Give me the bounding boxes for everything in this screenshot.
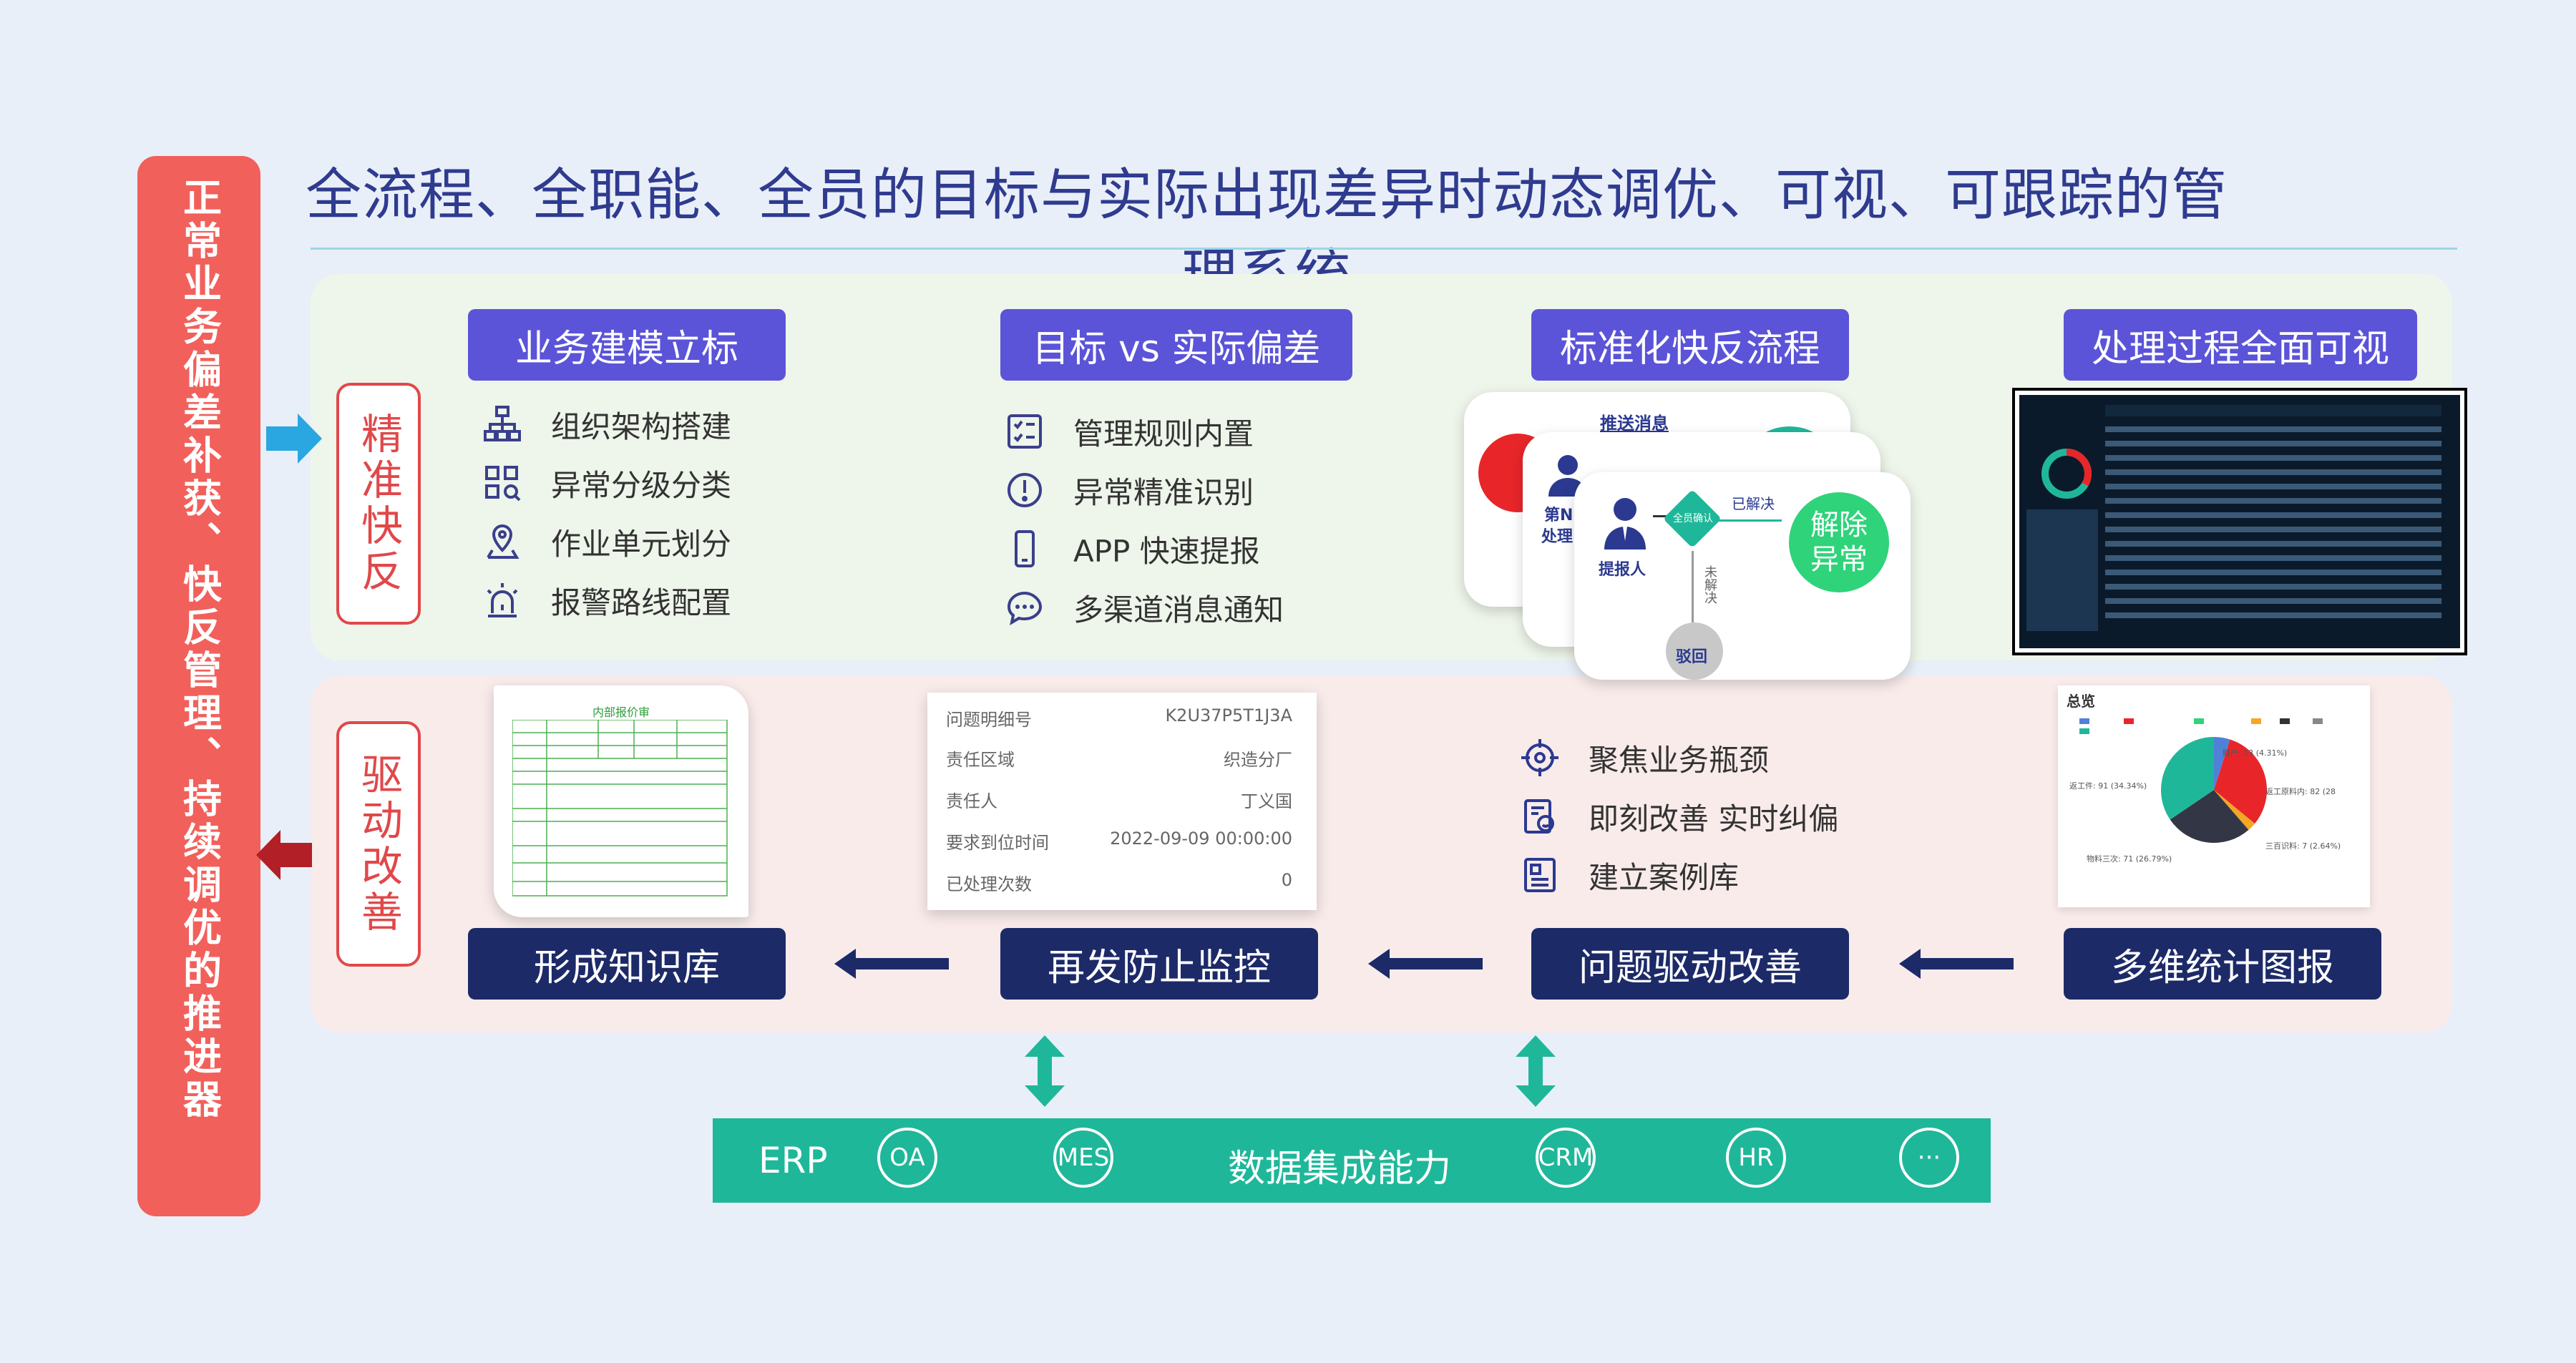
title-target-vs-actual: 目标 vs 实际偏差 [1000,309,1352,381]
feature-unit: 作业单元划分 [482,512,731,571]
flow-arrow-icon [1899,949,2014,979]
col2-feature-list: 管理规则内置 异常精准识别 APP 快速提报 多渠道消息通知 [1005,402,1284,637]
feature-recognize: 异常精准识别 [1005,461,1284,519]
doc-title: 内部报价审 [592,705,650,719]
decision-label: 全员确认 [1673,513,1713,524]
monitor-v2: 丁义国 [1241,791,1292,811]
case-file-icon [1524,858,1556,892]
double-arrow-icon [1025,1035,1065,1107]
exclamation-icon [1008,473,1042,507]
monitor-k4: 已处理次数 [946,874,1032,894]
feature-org: 组织架构搭建 [482,395,731,454]
stats-card: 总览 财产: 13 (4.31%) 返工原料内: 82 (28 返工件: 91 … [2058,685,2370,907]
unresolved-label: 未解决 [1702,565,1717,604]
box-knowledge-base: 形成知识库 [468,928,786,1000]
dashboard-screenshot [2015,391,2464,653]
stats-legend [2079,718,2323,734]
pie-slice-0 [2214,737,2230,790]
double-arrow-icon [1516,1035,1556,1107]
title-divider [311,248,2457,250]
reporter-label: 提报人 [1599,561,1646,579]
pie-label-4: 物料三次: 71 (26.79%) [2087,854,2172,864]
monitor-v3: 2022-09-09 00:00:00 [1110,829,1292,849]
monitor-k1: 责任区域 [946,750,1015,770]
monitor-k3: 要求到位时间 [946,833,1049,853]
label-precise-quick: 精准快反 [336,383,421,625]
monitor-v4: 0 [1281,870,1292,890]
feature-realtime: 即刻改善 实时纠偏 [1520,787,1838,846]
reject-label: 驳回 [1676,648,1708,666]
stats-title: 总览 [2067,693,2095,710]
feature-case-library: 建立案例库 [1520,846,1838,904]
hr-circle: HR [1726,1128,1786,1188]
monitor-v1: 织造分厂 [1224,750,1292,770]
resolved-label: 已解决 [1732,495,1775,512]
box-recurrence-monitor: 再发防止监控 [1000,928,1318,1000]
monitor-k2: 责任人 [946,791,997,811]
left-bar-text: 正常业务偏差补获、快反管理、持续调优的推进器 [176,177,222,1122]
left-arrow-icon [256,830,312,880]
data-integration-bar: ERP OA MES 数据集成能力 CRM HR ··· [713,1118,1991,1203]
reject-circle [1666,622,1723,680]
erp-label: ERP [758,1140,828,1181]
integration-title: 数据集成能力 [1228,1148,1452,1191]
title-business-modeling: 业务建模立标 [468,309,786,381]
reporter-icon [1604,498,1646,549]
knowledge-doc: 内部报价审 [494,685,748,917]
org-chart-icon [484,406,521,441]
feature-notify: 多渠道消息通知 [1005,578,1284,637]
notify-label: 推送消息 [1600,414,1669,434]
monitor-k0: 问题明细号 [946,710,1032,730]
location-pin-icon [487,524,519,559]
feature-alarm: 报警路线配置 [482,571,731,630]
dashboard-visual [2026,405,2441,631]
col1-feature-list: 组织架构搭建 异常分级分类 作业单元划分 报警路线配置 [482,395,731,630]
box-problem-drive: 问题驱动改善 [1531,928,1849,1000]
flow-arrow-icon [834,949,949,979]
feature-app: APP 快速提报 [1005,519,1284,578]
doc-table-lines [512,720,728,897]
pie-slice-4 [2161,737,2214,820]
flow-arrow-icon [1368,949,1483,979]
resolve-circle: 解除异常 [1789,492,1889,592]
left-driver-bar: 正常业务偏差补获、快反管理、持续调优的推进器 [137,156,260,1216]
chat-bubble-icon [1007,591,1043,626]
pie-label-1: 返工原料内: 82 (28 [2265,787,2336,796]
pie-label-0: 财产: 13 (4.31%) [2223,748,2288,758]
document-smile-icon [1524,799,1554,834]
pie-slice-1 [2214,739,2267,824]
target-icon [1521,739,1558,776]
mes-circle: MES [1053,1128,1113,1188]
grid-search-icon [485,466,521,502]
monitor-v0: K2U37P5T1J3A [1165,705,1292,726]
nth-label: 第N [1544,507,1574,524]
feature-rules: 管理规则内置 [1005,402,1284,461]
pie-slice-3 [2170,790,2249,843]
feature-bottleneck: 聚焦业务瓶颈 [1520,728,1838,787]
title-visualization: 处理过程全面可视 [2064,309,2417,381]
pie-slice-2 [2214,790,2255,830]
title-standard-flow: 标准化快反流程 [1531,309,1849,381]
pie-label-2: 返工件: 91 (34.34%) [2069,781,2147,791]
alarm-light-icon [487,583,518,617]
phone-icon [1015,530,1035,567]
more-circle: ··· [1899,1128,1959,1188]
label-drive-improve: 驱动改善 [336,721,421,967]
crm-circle: CRM [1536,1128,1596,1188]
box-stats-report: 多维统计图报 [2064,928,2381,1000]
pie-chart [2161,737,2267,843]
oa-circle: OA [877,1128,937,1188]
feature-grading: 异常分级分类 [482,454,731,512]
pie-label-3: 三百识料: 7 (2.64%) [2265,841,2341,851]
checklist-icon [1008,414,1042,449]
improve-feature-list: 聚焦业务瓶颈 即刻改善 实时纠偏 建立案例库 [1520,728,1838,904]
right-arrow-icon [266,414,322,464]
handler-label: 处理 [1541,528,1574,546]
flow-card-front: 提报人 全员确认 已解决 未解决 驳回 解除异常 [1574,472,1911,680]
monitor-card: 问题明细号 K2U37P5T1J3A 责任区域 织造分厂 责任人 丁义国 要求到… [927,693,1317,910]
